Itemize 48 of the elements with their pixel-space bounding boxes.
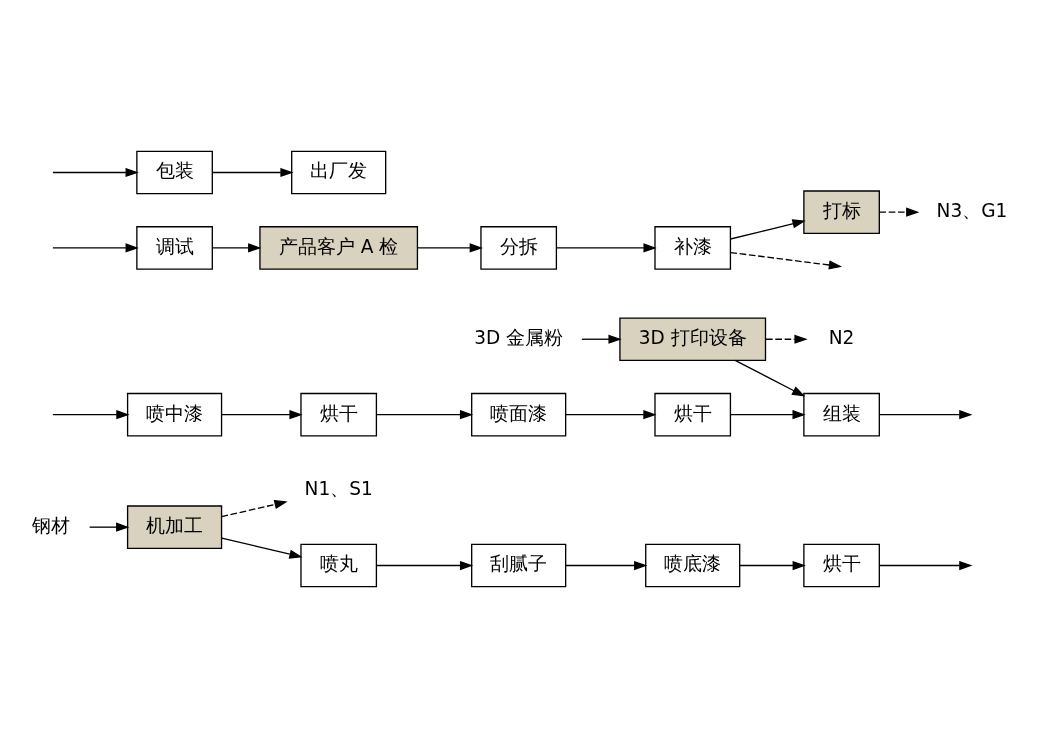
- arrow: [739, 560, 806, 571]
- arrow: [376, 410, 474, 420]
- arrow: [88, 522, 130, 532]
- node-box: 打标: [803, 190, 880, 234]
- node-text: N3、G1: [936, 200, 1008, 222]
- node-text: N2: [828, 327, 855, 349]
- node-box: 机加工: [126, 505, 223, 549]
- arrow: [211, 243, 262, 253]
- arrow: [52, 167, 139, 178]
- arrow: [878, 207, 920, 217]
- arrow: [52, 410, 130, 420]
- node-box: 出厂发: [291, 150, 387, 195]
- arrow: [556, 243, 657, 253]
- node-box: 烘干: [300, 392, 378, 437]
- node-box: 调试: [136, 226, 213, 270]
- node-box: 包装: [136, 150, 213, 195]
- node-box: 喷丸: [300, 543, 378, 588]
- node-text: 3D 金属粉: [474, 327, 564, 349]
- arrow: [221, 410, 303, 420]
- node-box: 喷底漆: [645, 543, 741, 588]
- node-box: 喷面漆: [471, 392, 567, 437]
- arrow: [878, 410, 973, 420]
- arrow: [221, 537, 303, 559]
- arrow: [581, 334, 622, 344]
- node-box: 补漆: [654, 226, 732, 270]
- node-box: 3D 打印设备: [619, 317, 767, 362]
- node-box: 产品客户 A 检: [259, 226, 419, 270]
- arrow: [52, 243, 139, 253]
- node-box: 刮腻子: [471, 543, 567, 588]
- node-box: 分拆: [480, 226, 558, 270]
- arrow: [376, 560, 474, 571]
- node-text: N1、S1: [304, 477, 373, 499]
- node-box: 烘干: [654, 392, 732, 437]
- arrow: [565, 560, 648, 571]
- arrow: [565, 410, 657, 420]
- arrow: [765, 334, 808, 344]
- arrow: [729, 219, 806, 240]
- arrow: [221, 499, 288, 518]
- arrow: [878, 560, 973, 571]
- node-box: 组装: [803, 392, 880, 437]
- arrow: [734, 359, 806, 397]
- arrow: [417, 243, 483, 253]
- arrow: [729, 410, 806, 420]
- node-box: 喷中漆: [126, 392, 223, 437]
- node-text: 钢材: [32, 515, 71, 537]
- arrow: [211, 167, 294, 178]
- arrow: [729, 251, 843, 270]
- node-box: 烘干: [803, 543, 880, 588]
